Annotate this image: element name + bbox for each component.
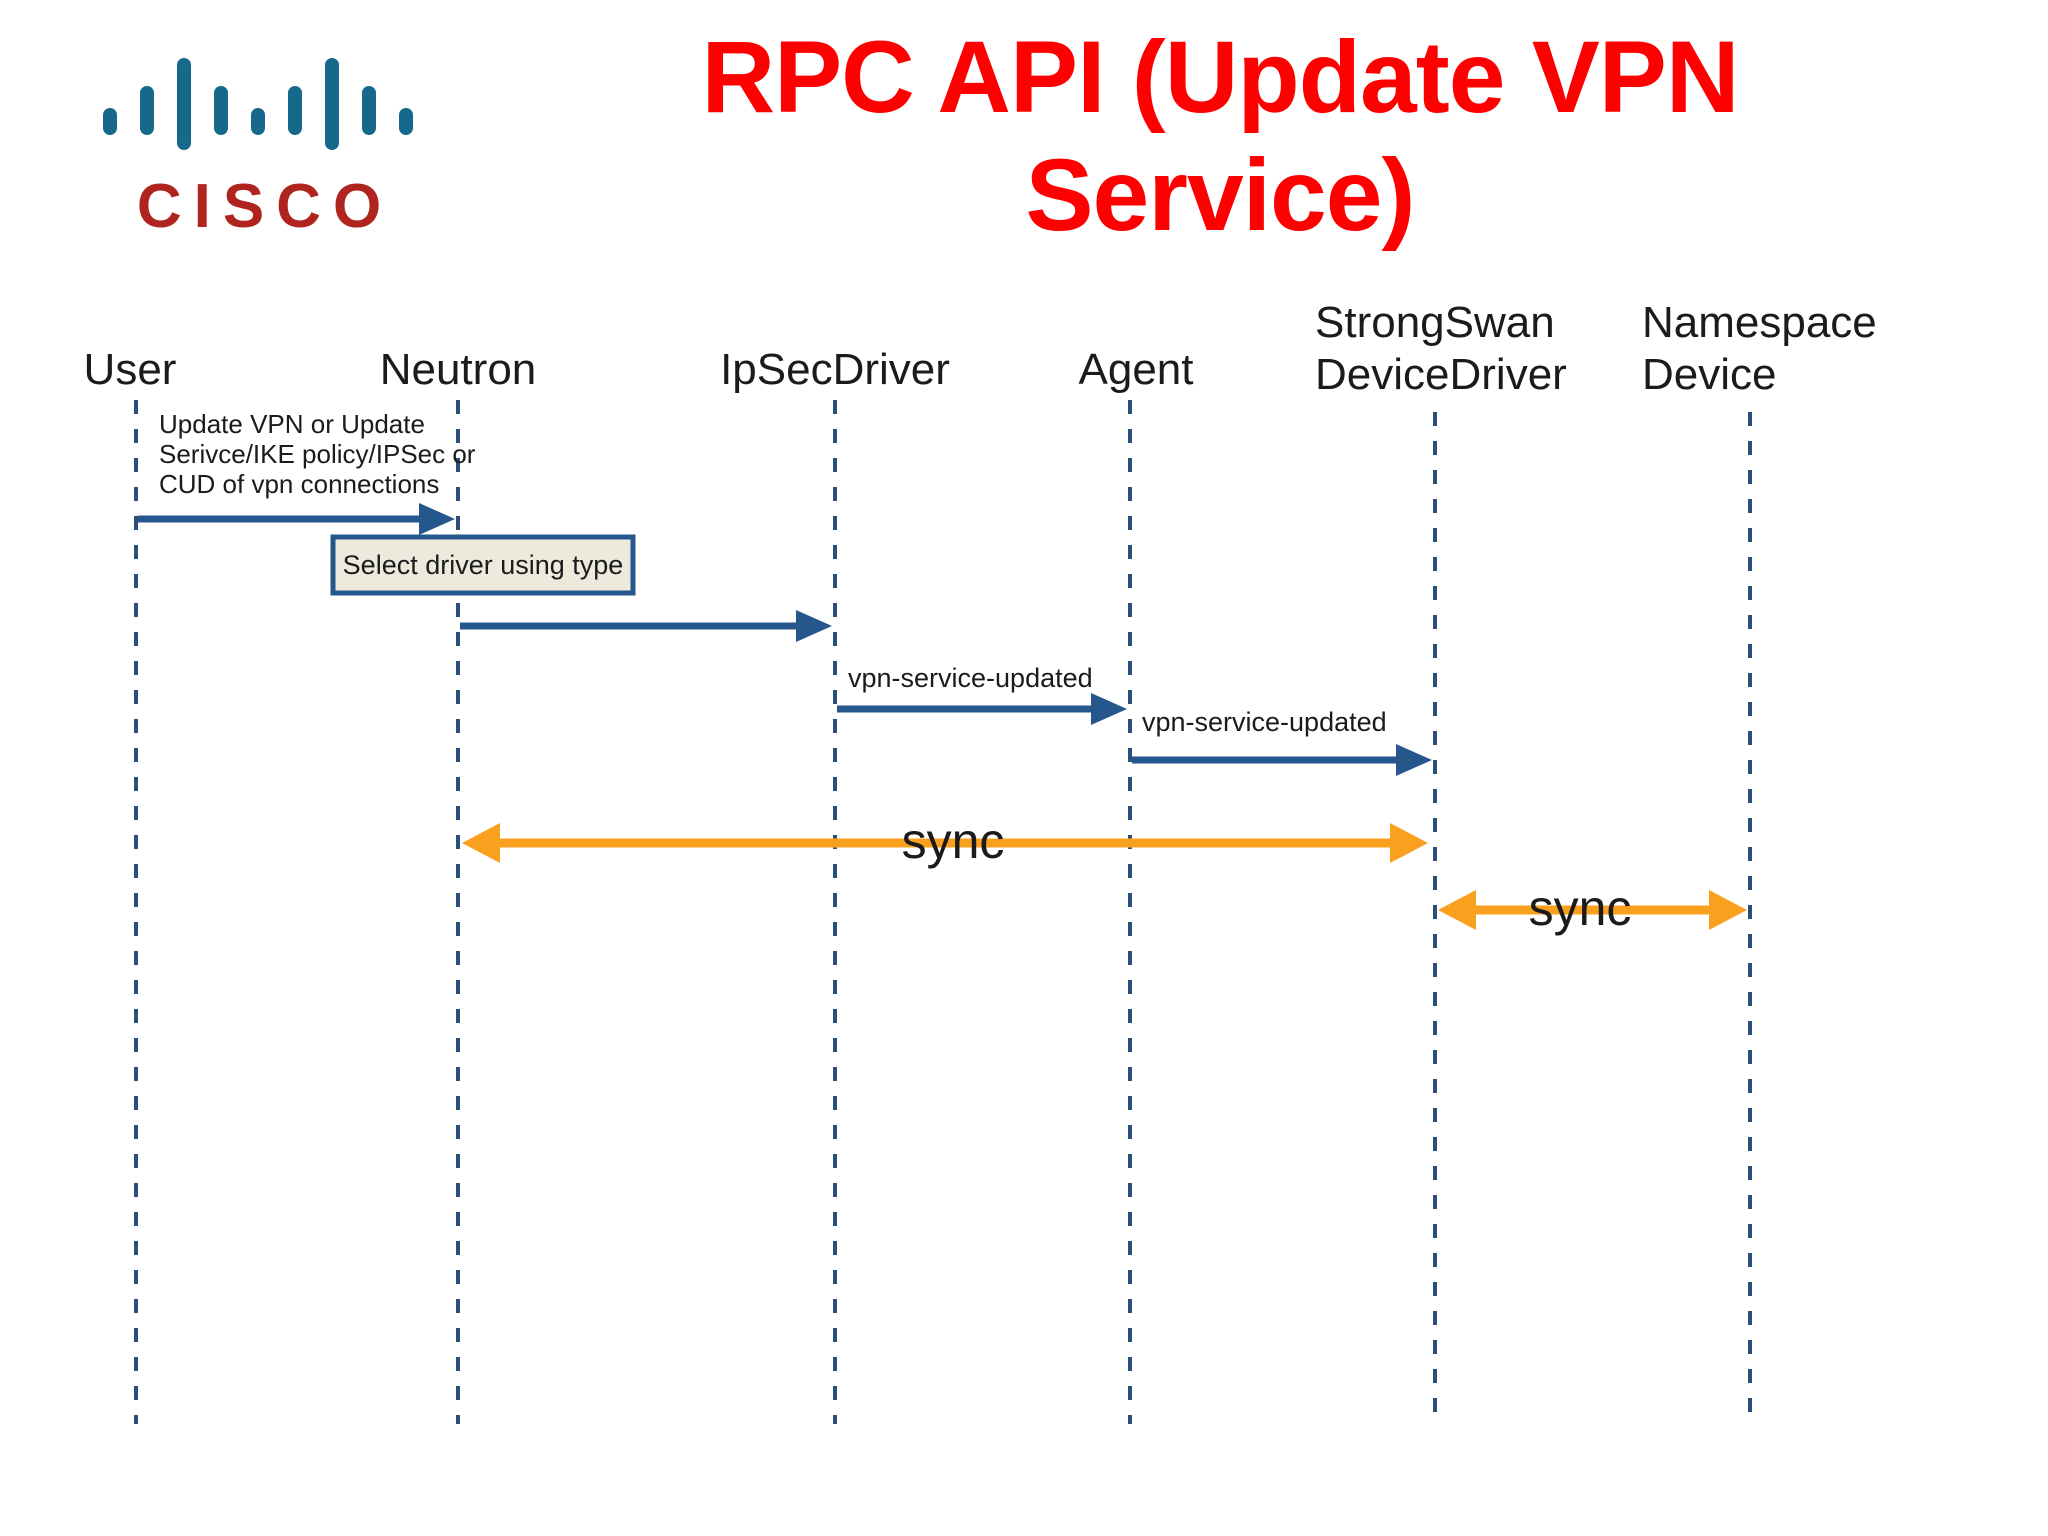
user-request-note-line2: Serivce/IKE policy/IPSec or: [159, 439, 476, 469]
sync-label-2: sync: [1528, 880, 1632, 936]
cisco-bridge-bars-icon: [103, 58, 413, 150]
select-driver-note-label: Select driver using type: [342, 550, 624, 580]
cisco-logo: CISCO: [100, 55, 430, 242]
page-title-line2: Service): [1025, 138, 1416, 253]
arrowhead-agent-to-strongswan-icon: [1396, 744, 1432, 776]
actor-label-agent: Agent: [1078, 345, 1194, 394]
actor-label-strongswan-line1: StrongSwan: [1315, 298, 1555, 347]
cisco-logo-wordmark: CISCO: [136, 172, 394, 241]
actor-label-namespace-line2: Device: [1642, 350, 1777, 399]
sync-arrowhead-left-2-icon: [1438, 890, 1476, 930]
arrowhead-ipsecdriver-to-agent-icon: [1091, 693, 1127, 725]
sync-arrowhead-right-2-icon: [1709, 890, 1747, 930]
arrowhead-user-to-neutron-icon: [419, 503, 455, 535]
actor-label-strongswan-devicedriver: StrongSwan DeviceDriver: [1315, 297, 1567, 401]
arrowhead-neutron-to-ipsecdriver-icon: [796, 610, 832, 642]
actor-label-neutron: Neutron: [379, 345, 537, 394]
actor-label-strongswan-line2: DeviceDriver: [1315, 350, 1567, 399]
sync-arrowhead-left-1-icon: [462, 823, 500, 863]
actor-label-namespace-device: Namespace Device: [1642, 297, 1877, 401]
sync-label-1: sync: [901, 813, 1005, 869]
user-request-note-line3: CUD of vpn connections: [159, 469, 440, 499]
sync-arrowhead-right-1-icon: [1390, 823, 1428, 863]
message-label-vpn-service-updated-1: vpn-service-updated: [848, 663, 1093, 693]
page-title-line1: RPC API (Update VPN: [701, 20, 1739, 134]
actor-label-ipsecdriver: IpSecDriver: [720, 345, 950, 394]
actor-label-user: User: [83, 345, 177, 394]
actor-label-namespace-line1: Namespace: [1642, 298, 1877, 347]
user-request-note-line1: Update VPN or Update: [159, 409, 425, 439]
select-driver-note-box: [330, 534, 636, 596]
user-request-note: Update VPN or Update Serivce/IKE policy/…: [159, 409, 475, 499]
message-label-vpn-service-updated-2: vpn-service-updated: [1142, 707, 1387, 737]
